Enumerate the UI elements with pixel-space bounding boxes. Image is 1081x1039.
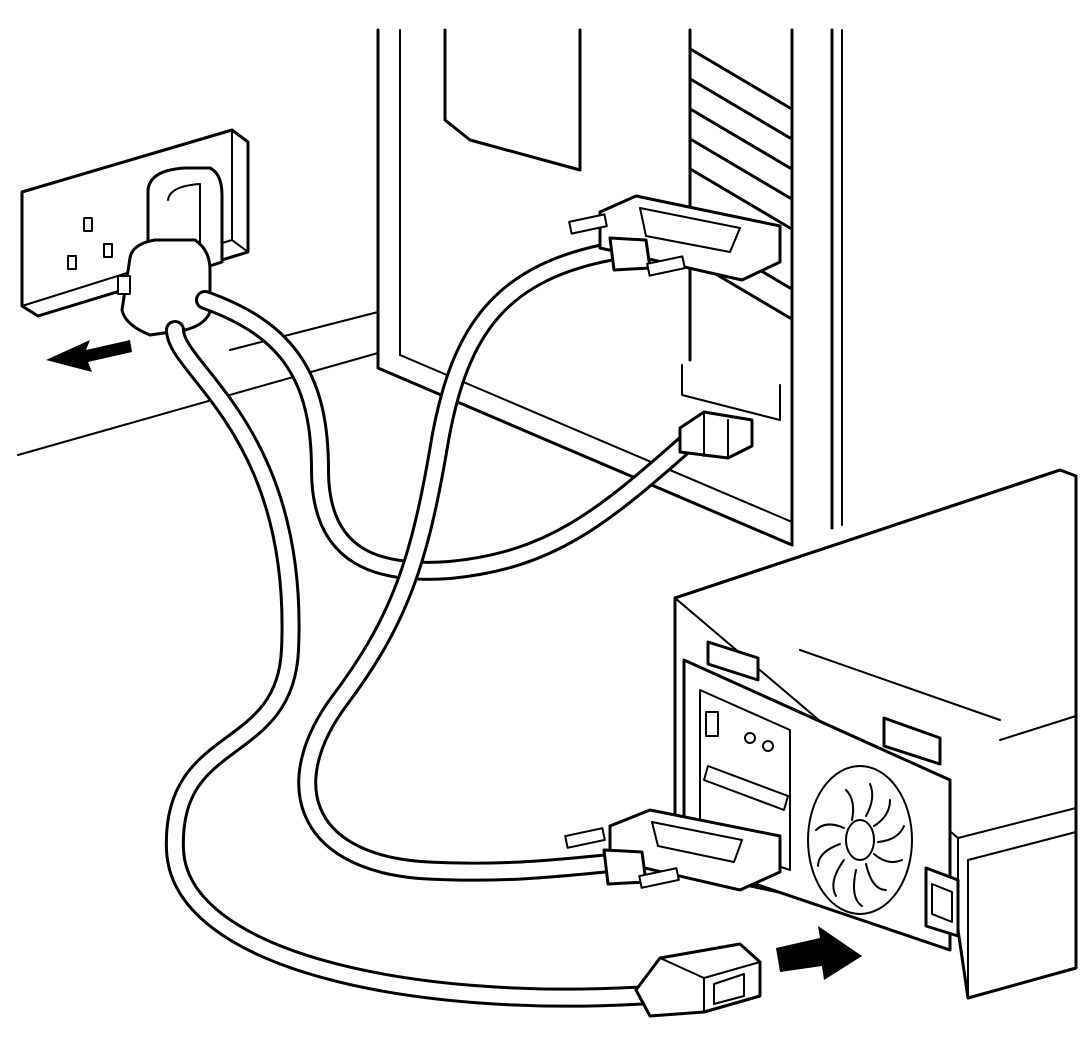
power-cord <box>164 320 660 1008</box>
scsi-connector-host <box>568 194 782 282</box>
arrow-plug-in <box>46 340 132 372</box>
scsi-cable <box>297 240 630 882</box>
scsi-connector-drive <box>564 808 782 892</box>
socket-holes <box>67 217 113 270</box>
external-drive <box>673 468 1078 1000</box>
floor-lines <box>17 311 379 456</box>
computer-tower <box>376 28 843 547</box>
power-cord-connector <box>634 942 762 1018</box>
network-cable-connector <box>678 410 754 460</box>
cooling-fan <box>807 765 913 915</box>
network-cable <box>195 290 700 581</box>
arrow-power-in <box>776 926 862 980</box>
